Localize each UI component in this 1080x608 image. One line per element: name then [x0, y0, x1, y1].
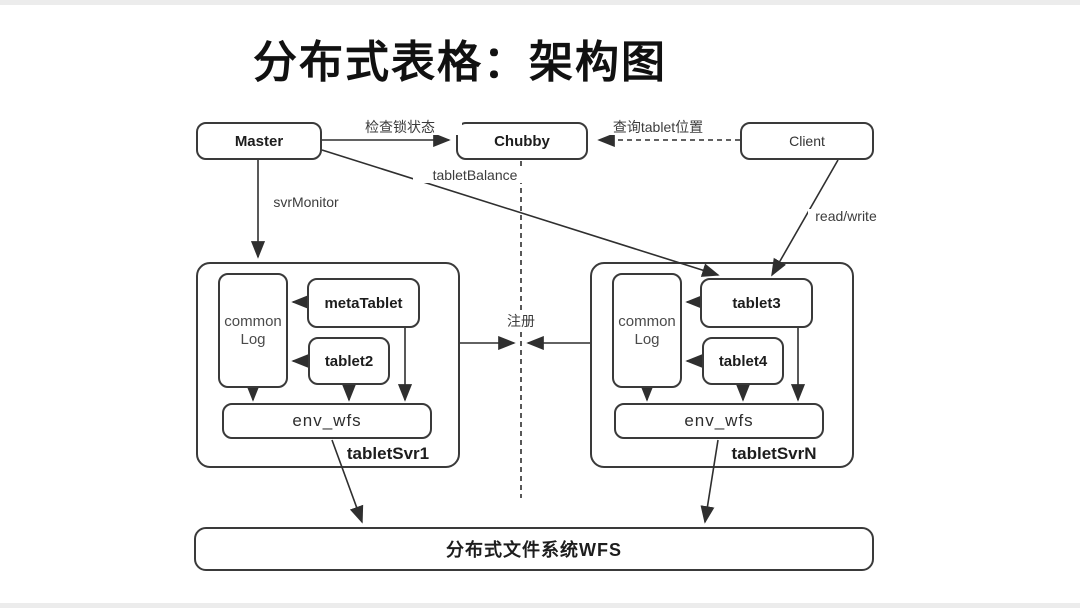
node-common-log-svr1: common Log [218, 273, 288, 388]
node-metatablet: metaTablet [307, 278, 420, 328]
edge-label-register: 注册 [499, 313, 543, 330]
slide-bottom-border [0, 603, 1080, 608]
edge-label-read-write: read/write [808, 208, 884, 225]
node-tablet3: tablet3 [700, 278, 813, 328]
node-env-wfs-svr1: env_wfs [222, 403, 432, 439]
node-client: Client [740, 122, 874, 160]
node-wfs-storage: 分布式文件系统WFS [194, 527, 874, 571]
edge-label-query-tablet-location: 查询tablet位置 [597, 119, 719, 136]
label-tabletsvr1: tabletSvr1 [346, 444, 430, 463]
node-env-wfs-svrn: env_wfs [614, 403, 824, 439]
node-master: Master [196, 122, 322, 160]
edge-label-check-lock-status: 检查锁状态 [338, 119, 462, 136]
page-title: 分布式表格：架构图 [253, 38, 667, 87]
node-common-log-svrn: common Log [612, 273, 682, 388]
slide-top-border [0, 0, 1080, 5]
node-tablet4: tablet4 [702, 337, 784, 385]
node-chubby: Chubby [456, 122, 588, 160]
node-tablet2: tablet2 [308, 337, 390, 385]
label-tabletsvrn: tabletSvrN [731, 444, 817, 463]
edge-label-svr-monitor: svrMonitor [266, 194, 346, 211]
edge-label-tablet-balance: tabletBalance [413, 167, 537, 184]
